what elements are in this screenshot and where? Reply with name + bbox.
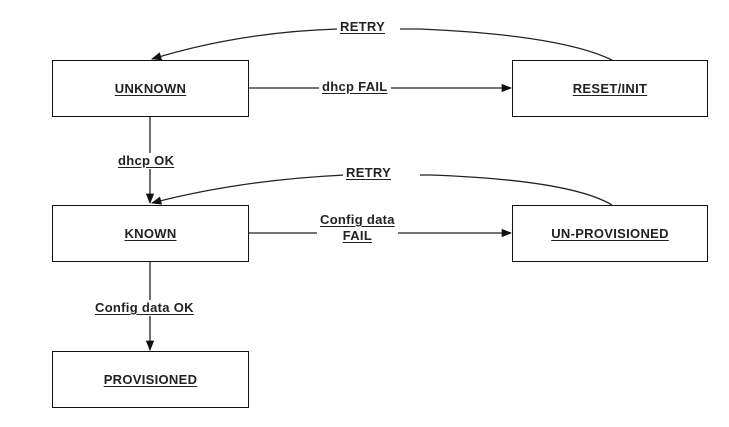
- state-known-label: KNOWN: [124, 226, 177, 241]
- state-known: KNOWN: [52, 205, 249, 262]
- state-un-provisioned: UN-PROVISIONED: [512, 205, 708, 262]
- retry-middle-arrow-head: [150, 174, 346, 205]
- state-reset-init-label: RESET/INIT: [572, 81, 648, 96]
- state-unknown: UNKNOWN: [52, 60, 249, 117]
- config-ok-label: Config data OK: [92, 300, 197, 316]
- state-unknown-label: UNKNOWN: [114, 81, 187, 96]
- dhcp-ok-label: dhcp OK: [115, 153, 178, 169]
- state-un-provisioned-label: UN-PROVISIONED: [551, 226, 669, 241]
- state-provisioned: PROVISIONED: [52, 351, 249, 408]
- config-fail-label-line2: FAIL: [342, 228, 373, 243]
- retry-middle-label: RETRY: [343, 165, 395, 181]
- state-reset-init: RESET/INIT: [512, 60, 708, 117]
- config-fail-label: Config data FAIL: [317, 212, 398, 244]
- retry-top-label: RETRY: [337, 19, 389, 35]
- config-fail-label-line1: Config data: [320, 212, 395, 227]
- dhcp-fail-label: dhcp FAIL: [319, 79, 391, 95]
- state-provisioned-label: PROVISIONED: [103, 372, 198, 387]
- retry-top-arrow-head: [151, 28, 339, 61]
- retry-top-arrow: [400, 28, 613, 61]
- retry-middle-arrow: [420, 174, 613, 206]
